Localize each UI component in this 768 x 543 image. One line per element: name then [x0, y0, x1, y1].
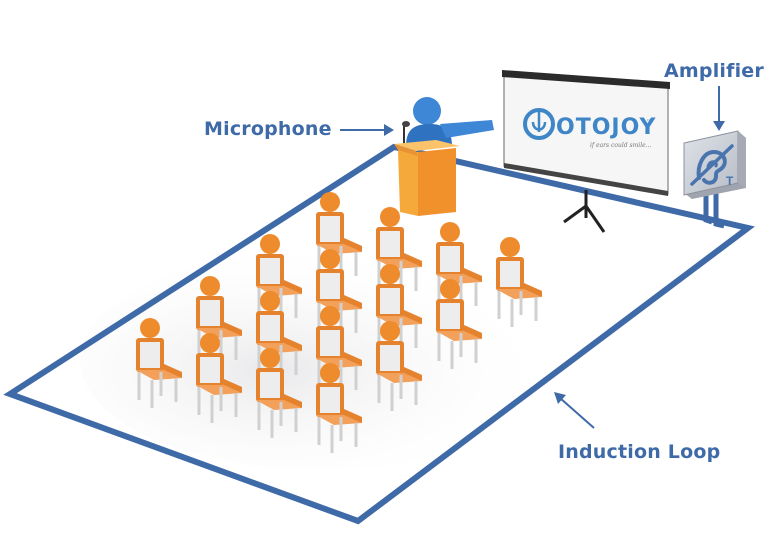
induction-loop-label: Induction Loop: [558, 441, 721, 463]
audience-seat: [316, 249, 362, 339]
brand-tagline: if ears could smile...: [590, 142, 652, 149]
microphone-icon: [402, 121, 410, 146]
podium-icon: [394, 140, 460, 216]
chair-icon: [316, 269, 362, 339]
hearing-loop-icon: [690, 144, 734, 186]
chair-icon: [496, 257, 542, 327]
speaker-person: [406, 97, 494, 146]
speaker-at-podium: [394, 97, 494, 216]
audience-seat: [196, 276, 242, 366]
chair-icon: [136, 338, 182, 408]
chair-icon: [256, 368, 302, 438]
chair-icon: [196, 296, 242, 366]
amplifier: T: [683, 130, 746, 199]
audience-seat: [436, 279, 482, 369]
audience-seat: [376, 321, 422, 411]
audience-seat: [376, 207, 422, 297]
induction-loop-wire: [3, 143, 755, 525]
microphone-label: Microphone: [204, 118, 332, 140]
induction-loop-arrow: [554, 392, 595, 429]
chair-icon: [436, 299, 482, 369]
chair-icon: [376, 341, 422, 411]
audience-seat: [256, 291, 302, 381]
audience-seat: [436, 222, 482, 312]
chair-icon: [316, 383, 362, 453]
audience-seat: [316, 363, 362, 453]
audience-seat: [136, 318, 182, 408]
audience-seat: [376, 264, 422, 354]
otojoy-logo: OTOJOY ™ if ears could smile...: [523, 108, 657, 149]
amplifier-label: Amplifier: [664, 60, 764, 82]
chair-icon: [196, 353, 242, 423]
brand-name: OTOJOY: [556, 115, 657, 140]
chair-icon: [376, 284, 422, 354]
chair-icon: [256, 311, 302, 381]
telecoil-letter: T: [726, 174, 734, 188]
projector-screen: OTOJOY ™ if ears could smile...: [502, 70, 670, 233]
audience: [136, 192, 542, 453]
callout-arrows: [340, 86, 725, 429]
microphone-arrow: [340, 124, 394, 136]
amplifier-arrow: [713, 86, 725, 131]
chair-icon: [436, 242, 482, 312]
chair-icon: [376, 227, 422, 297]
audience-seat: [316, 192, 362, 282]
trademark-mark: ™: [646, 119, 652, 126]
amplifier-wires: [703, 188, 725, 229]
audience-seat: [256, 348, 302, 438]
audience-seat: [496, 237, 542, 327]
audience-seat: [196, 333, 242, 423]
chair-icon: [316, 212, 362, 282]
